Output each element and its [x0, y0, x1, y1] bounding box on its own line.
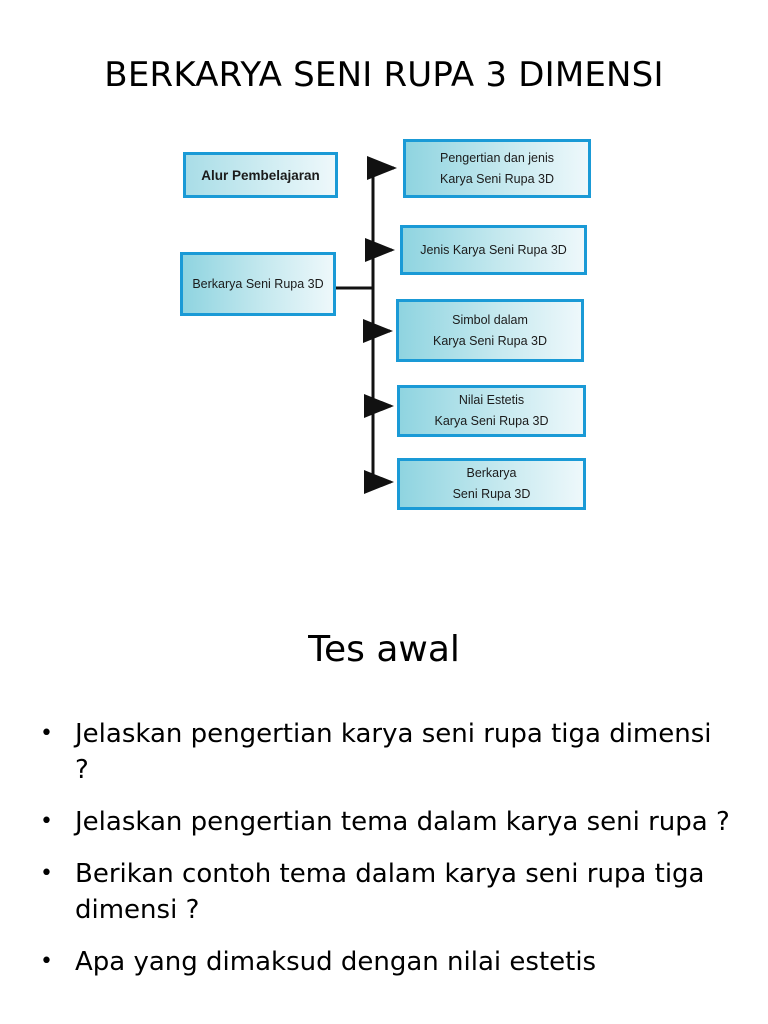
flow-branch-3-line2: Karya Seni Rupa 3D: [433, 333, 547, 348]
learning-flow-diagram: Alur Pembelajaran Berkarya Seni Rupa 3D …: [180, 139, 591, 510]
bullet-icon: •: [40, 949, 53, 974]
flow-root-label: Berkarya Seni Rupa 3D: [192, 276, 324, 291]
flow-root-box: Berkarya Seni Rupa 3D: [180, 252, 336, 316]
flow-branch-box-2: Jenis Karya Seni Rupa 3D: [400, 225, 587, 275]
test-heading: Tes awal: [308, 629, 460, 670]
question-text: Jelaskan pengertian karya seni rupa tiga…: [75, 719, 712, 785]
bullet-icon: •: [40, 809, 53, 834]
flow-branch-5-line1: Berkarya: [466, 466, 517, 480]
flow-branch-3-line1: Simbol dalam: [452, 312, 528, 327]
flow-branch-box-5: Berkarya Seni Rupa 3D: [397, 458, 586, 510]
connector-lines: [336, 156, 397, 494]
question-text: Jelaskan pengertian tema dalam karya sen…: [75, 807, 730, 837]
question-text: Apa yang dimaksud dengan nilai estetis: [75, 947, 597, 977]
flow-branch-5-line2: Seni Rupa 3D: [452, 487, 531, 501]
question-list: • Jelaskan pengertian karya seni rupa ti…: [40, 716, 730, 996]
list-item: • Jelaskan pengertian tema dalam karya s…: [40, 804, 730, 840]
flow-header-label: Alur Pembelajaran: [201, 167, 320, 183]
flow-branch-1-line2: Karya Seni Rupa 3D: [440, 171, 554, 186]
list-item: • Jelaskan pengertian karya seni rupa ti…: [40, 716, 730, 788]
flow-branch-1-line1: Pengertian dan jenis: [440, 150, 554, 165]
flow-branch-4-line1: Nilai Estetis: [458, 393, 525, 407]
question-text: Berikan contoh tema dalam karya seni rup…: [75, 859, 705, 925]
flow-branch-box-3: Simbol dalam Karya Seni Rupa 3D: [396, 299, 584, 362]
bullet-icon: •: [40, 721, 53, 746]
bullet-icon: •: [40, 861, 53, 886]
flow-branch-box-1: Pengertian dan jenis Karya Seni Rupa 3D: [403, 139, 591, 198]
list-item: • Berikan contoh tema dalam karya seni r…: [40, 856, 730, 928]
flow-branch-2-line1: Jenis Karya Seni Rupa 3D: [420, 242, 567, 257]
flow-branch-4-line2: Karya Seni Rupa 3D: [434, 414, 549, 428]
flow-branch-box-4: Nilai Estetis Karya Seni Rupa 3D: [397, 385, 586, 437]
slide-title: BERKARYA SENI RUPA 3 DIMENSI: [104, 55, 664, 95]
list-item: • Apa yang dimaksud dengan nilai estetis: [40, 944, 730, 980]
flow-header-box: Alur Pembelajaran: [183, 152, 338, 198]
